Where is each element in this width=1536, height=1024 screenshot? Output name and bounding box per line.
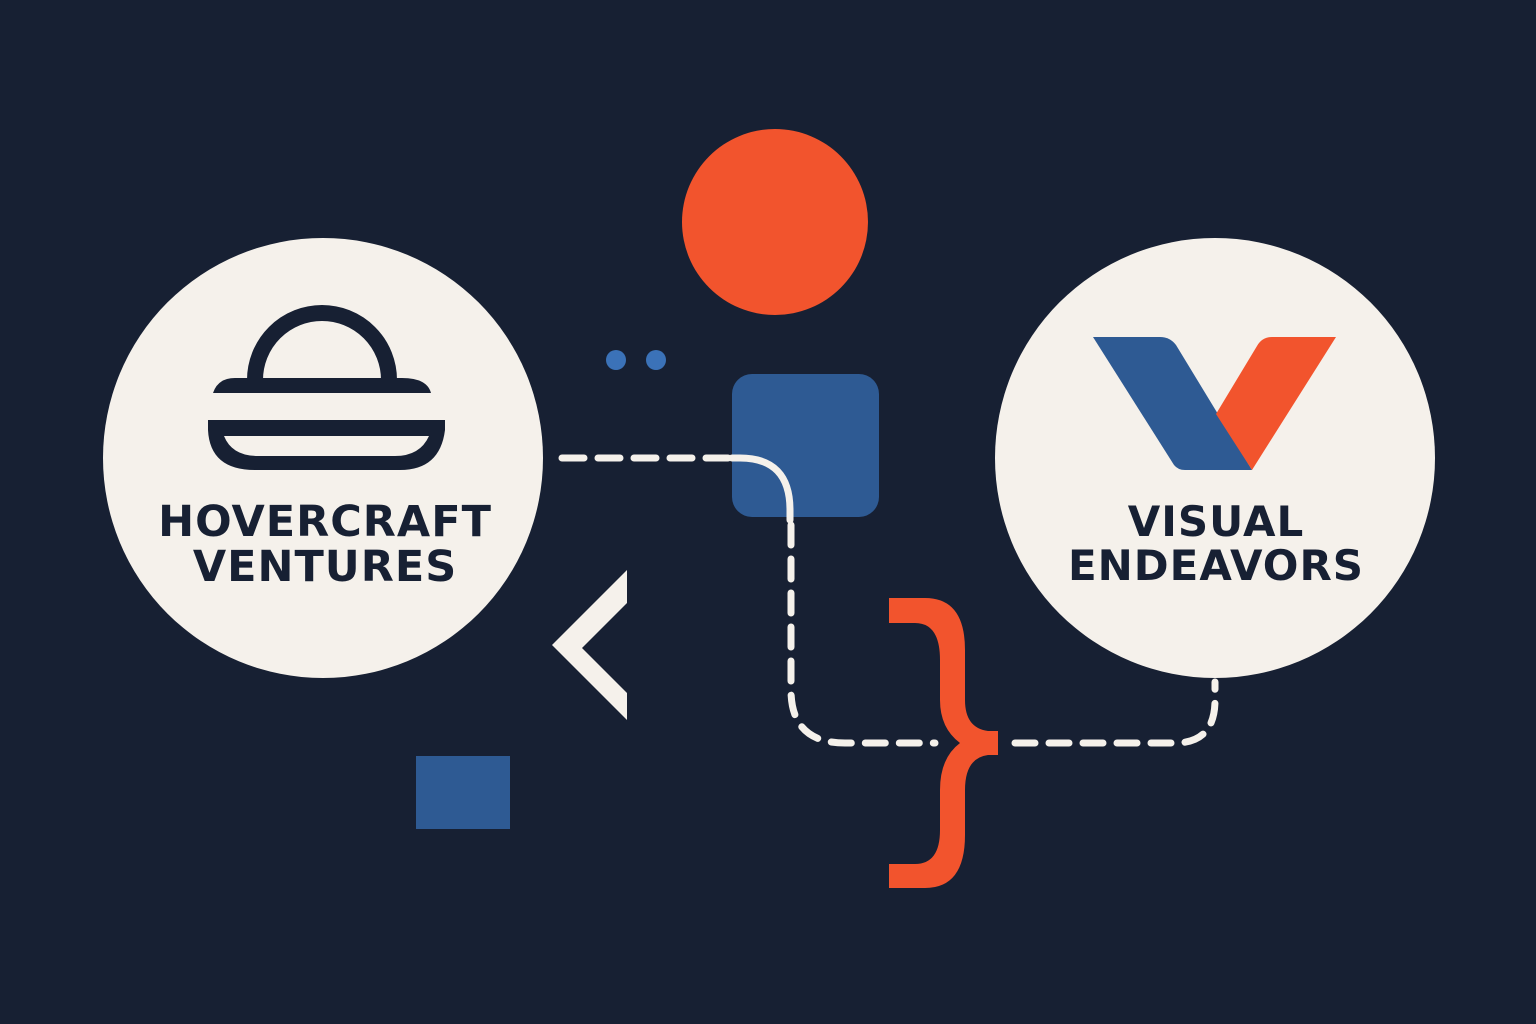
hovercraft-deck-icon (213, 378, 431, 393)
hovercraft-ventures-name: HOVERCRAFT VENTURES (105, 497, 545, 593)
dot-icon (646, 350, 666, 370)
hovercraft-name-line1: HOVERCRAFT (158, 497, 492, 547)
blue-rounded-square (732, 374, 879, 517)
hovercraft-icon (247, 305, 397, 381)
chevron-left-icon (552, 570, 627, 720)
solid-curve-connector (728, 454, 794, 524)
curly-brace-icon (889, 598, 998, 888)
visual-endeavors-name-line2: ENDEAVORS (1067, 541, 1365, 591)
orange-circle (682, 129, 868, 315)
hovercraft-hull-icon (208, 420, 445, 470)
blue-square (416, 756, 510, 829)
dashed-curved-connector (787, 521, 939, 747)
visual-endeavors-name-line1: VISUAL (1127, 497, 1305, 546)
hovercraft-name-line2: VENTURES (192, 542, 458, 593)
visual-endeavors-name: VISUAL ENDEAVORS (996, 497, 1436, 591)
v-chevron-blue-icon (1093, 337, 1252, 470)
v-chevron-orange-icon (1216, 337, 1336, 470)
dot-icon (606, 350, 626, 370)
dashed-curved-connector (1011, 678, 1219, 747)
